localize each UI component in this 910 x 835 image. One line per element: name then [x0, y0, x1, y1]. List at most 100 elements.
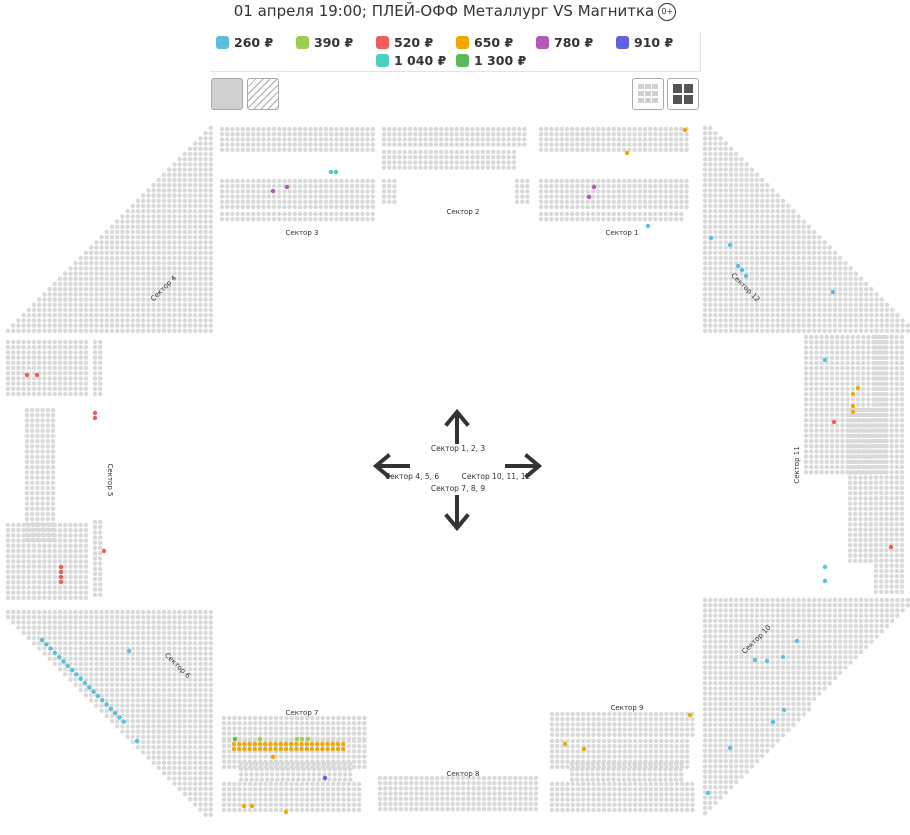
seat [130, 235, 135, 240]
seat [586, 797, 591, 802]
legend-item-1040[interactable]: 1 040 ₽ [376, 53, 446, 68]
legend-item-910[interactable]: 910 ₽ [616, 35, 673, 50]
seat [50, 449, 56, 454]
seat [83, 276, 89, 281]
seat [198, 235, 203, 240]
seat [266, 189, 271, 194]
seat [73, 323, 78, 328]
seat [580, 199, 585, 204]
seat [780, 224, 786, 229]
legend-item-520[interactable]: 520 ₽ [376, 35, 433, 50]
small-grid-view-button[interactable] [632, 78, 664, 110]
seat [135, 224, 141, 229]
seat [889, 444, 894, 449]
seat [868, 480, 873, 485]
seat [884, 475, 889, 480]
seat [889, 522, 894, 527]
seat [73, 287, 78, 292]
seat [254, 761, 259, 767]
seat [268, 797, 273, 802]
seat [559, 137, 564, 142]
seat [135, 318, 141, 323]
seat [739, 162, 744, 167]
seat [633, 797, 638, 802]
seat [24, 407, 30, 413]
seat [853, 491, 858, 496]
seat [581, 717, 586, 722]
seat [596, 717, 601, 722]
seat [581, 727, 586, 732]
large-grid-view-button[interactable] [667, 78, 699, 110]
seat [355, 142, 360, 147]
seat [240, 211, 245, 217]
seat [125, 287, 130, 292]
seat [461, 801, 466, 807]
seat [242, 754, 247, 759]
seat [863, 496, 868, 501]
seat [235, 194, 240, 199]
seat [575, 199, 580, 204]
seat [230, 189, 235, 194]
seat [658, 772, 663, 777]
legend-item-780[interactable]: 780 ₽ [536, 35, 593, 50]
seat [40, 506, 45, 511]
seat [264, 761, 270, 767]
seat [68, 307, 73, 313]
seat [847, 444, 853, 449]
seat [664, 717, 669, 722]
seat [5, 595, 11, 600]
seat [31, 559, 37, 564]
solid-view-button[interactable] [211, 78, 243, 110]
seat [819, 464, 824, 470]
seat [879, 548, 884, 553]
seat [52, 360, 57, 365]
seat [42, 302, 47, 307]
seat [803, 418, 809, 423]
seat [242, 781, 247, 787]
seat [259, 772, 264, 777]
legend-item-260[interactable]: 260 ₽ [216, 35, 273, 50]
seat [622, 178, 627, 184]
seat [42, 522, 47, 528]
seat [627, 807, 633, 813]
seat [198, 162, 203, 167]
seat [414, 807, 419, 812]
seat [413, 137, 418, 142]
seat [16, 365, 21, 371]
seat-layer[interactable] [5, 125, 910, 817]
seat [89, 302, 94, 307]
seat [57, 554, 63, 559]
legend-label: 1 300 ₽ [474, 53, 527, 68]
seat [284, 797, 289, 802]
seat [664, 749, 669, 754]
seat [637, 772, 642, 777]
seat [814, 392, 819, 397]
seat [718, 162, 723, 167]
seat [847, 527, 853, 532]
seat [873, 501, 879, 506]
legend-item-1300[interactable]: 1 300 ₽ [456, 53, 526, 68]
seat [337, 761, 342, 767]
seat [130, 276, 135, 281]
seat [247, 781, 253, 787]
seat [459, 126, 465, 132]
legend-item-650[interactable]: 650 ₽ [456, 35, 513, 50]
seat [889, 485, 894, 490]
seat [845, 334, 850, 340]
seat [611, 772, 616, 777]
seat [11, 339, 16, 345]
seat [360, 211, 365, 217]
seat [167, 292, 172, 297]
seat [465, 155, 470, 160]
legend-item-390[interactable]: 390 ₽ [296, 35, 353, 50]
hatched-view-button[interactable] [247, 78, 279, 110]
seat [16, 339, 21, 345]
seat [68, 328, 73, 333]
seat [258, 807, 263, 813]
seat [708, 209, 713, 214]
seat [280, 772, 285, 777]
seat [52, 355, 57, 360]
seat [182, 183, 187, 188]
seat [35, 496, 40, 501]
